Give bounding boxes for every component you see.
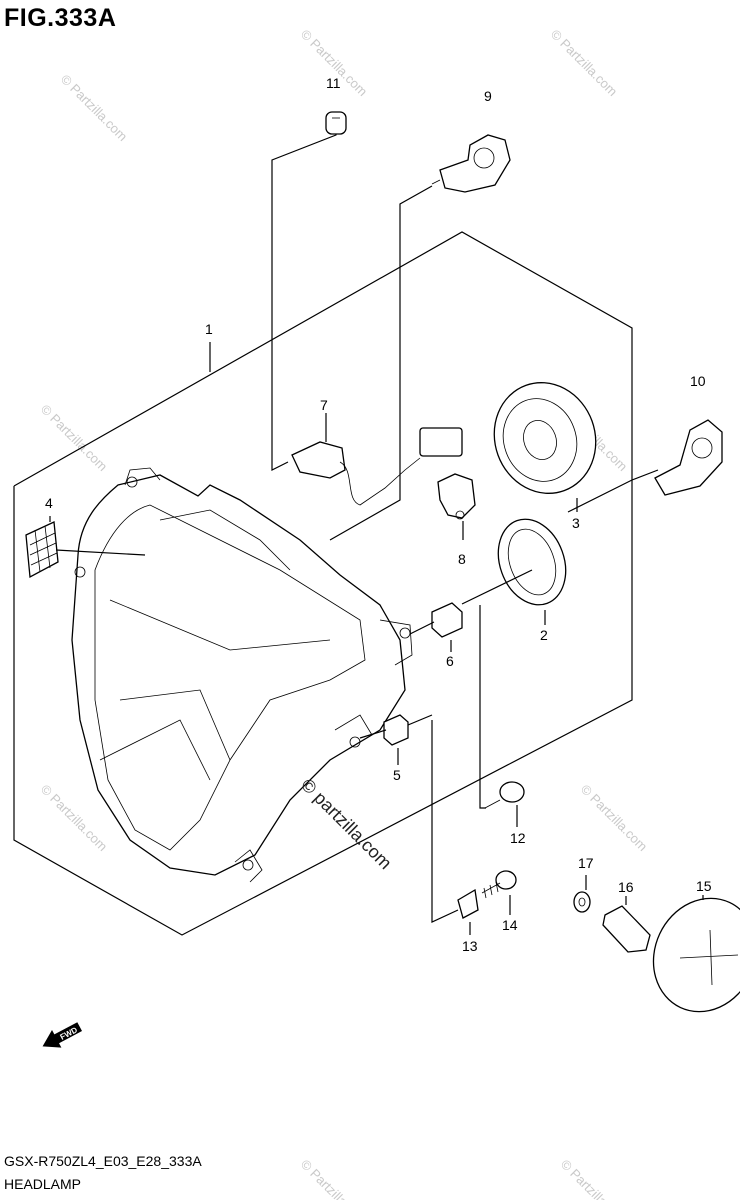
leader-lines — [49, 134, 704, 935]
callout-14: 14 — [502, 917, 518, 933]
callout-15: 15 — [696, 878, 712, 894]
reflector-sticker — [25, 521, 59, 579]
watermark: © Partzilla.com — [558, 1157, 631, 1200]
callout-labels: 1 2 3 4 5 6 7 8 9 10 11 12 13 14 15 16 1… — [45, 75, 712, 954]
callout-9: 9 — [484, 88, 492, 104]
wire-connector — [437, 473, 476, 520]
washer — [573, 891, 591, 913]
callout-3: 3 — [572, 515, 580, 531]
callout-7: 7 — [320, 397, 328, 413]
callout-6: 6 — [446, 653, 454, 669]
headlamp-bulb-h — [431, 134, 511, 193]
adjuster-knob — [652, 897, 740, 1013]
fwd-arrow: FWD — [42, 1022, 83, 1048]
figure-name: HEADLAMP — [4, 1176, 82, 1192]
center-watermark: © partzilla.com — [297, 775, 395, 873]
watermark: © Partzilla.com — [548, 27, 621, 100]
callout-17: 17 — [578, 855, 594, 871]
bulb-socket — [291, 427, 463, 506]
figure-code: GSX-R750ZL4_E03_E28_333A — [4, 1153, 202, 1169]
screw-14 — [481, 870, 517, 899]
assembly-frame — [13, 231, 633, 936]
callout-10: 10 — [690, 373, 706, 389]
headlamp-housing — [71, 467, 413, 883]
screw-13 — [457, 888, 479, 919]
callout-1: 1 — [205, 321, 213, 337]
callout-5: 5 — [393, 767, 401, 783]
watermark: © Partzilla.com — [58, 72, 131, 145]
callout-16: 16 — [618, 879, 634, 895]
headlamp-bulb-l — [654, 419, 723, 496]
callout-8: 8 — [458, 551, 466, 567]
callout-12: 12 — [510, 830, 526, 846]
seal-ring — [497, 518, 567, 606]
watermark: © Partzilla.com — [298, 1157, 371, 1200]
callout-13: 13 — [462, 938, 478, 954]
grommet-lower — [383, 714, 409, 746]
callout-4: 4 — [45, 495, 53, 511]
adjuster-shaft — [602, 905, 651, 953]
watermark: © Partzilla.com — [578, 782, 651, 855]
screw-12 — [484, 781, 525, 809]
position-bulb — [325, 111, 347, 135]
figure-title: FIG.333A — [4, 4, 117, 32]
rear-cover-cap — [493, 382, 597, 494]
callout-11: 11 — [326, 75, 341, 91]
callout-2: 2 — [540, 627, 548, 643]
grommet-upper — [431, 602, 463, 638]
